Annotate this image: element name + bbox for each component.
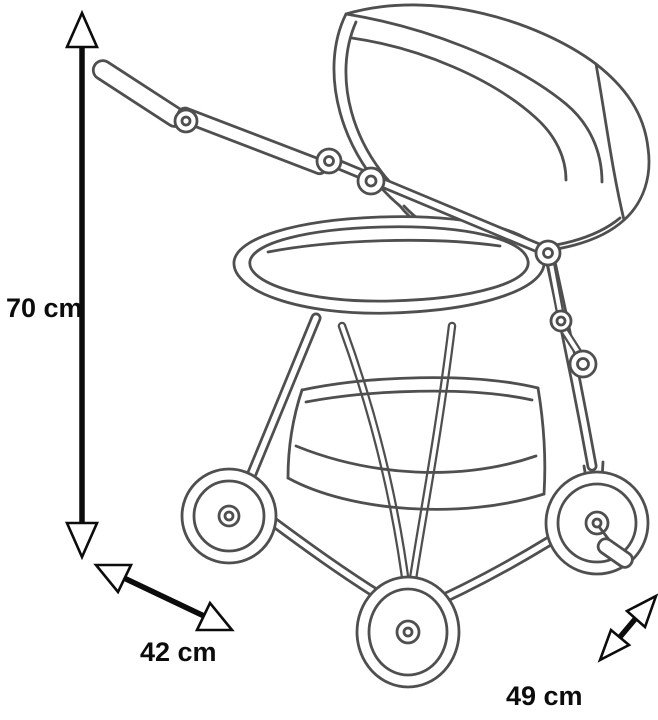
width-dimension-arrow <box>597 593 658 663</box>
handle-bar <box>91 59 386 196</box>
height-dimension-arrow <box>65 9 99 561</box>
front-wheel <box>355 575 461 689</box>
arrow-head-down-icon <box>65 521 99 561</box>
brake-pedal <box>596 537 634 569</box>
arrow-head-downright-icon <box>194 600 235 632</box>
width-dimension-label: 49 cm <box>506 681 583 711</box>
rear-wheel <box>544 470 650 576</box>
arrow-head-up-icon <box>65 9 99 49</box>
storage-basket <box>286 376 547 511</box>
depth-dimension-label: 42 cm <box>140 637 217 667</box>
arrow-head-upleft-icon <box>93 563 134 595</box>
stroller-illustration <box>91 3 651 689</box>
arrow-head-upright-icon <box>624 593 658 630</box>
arrow-head-downleft-icon <box>597 627 632 663</box>
left-wheel <box>180 467 278 565</box>
depth-dimension-arrow <box>93 563 235 632</box>
height-dimension-label: 70 cm <box>6 293 83 323</box>
